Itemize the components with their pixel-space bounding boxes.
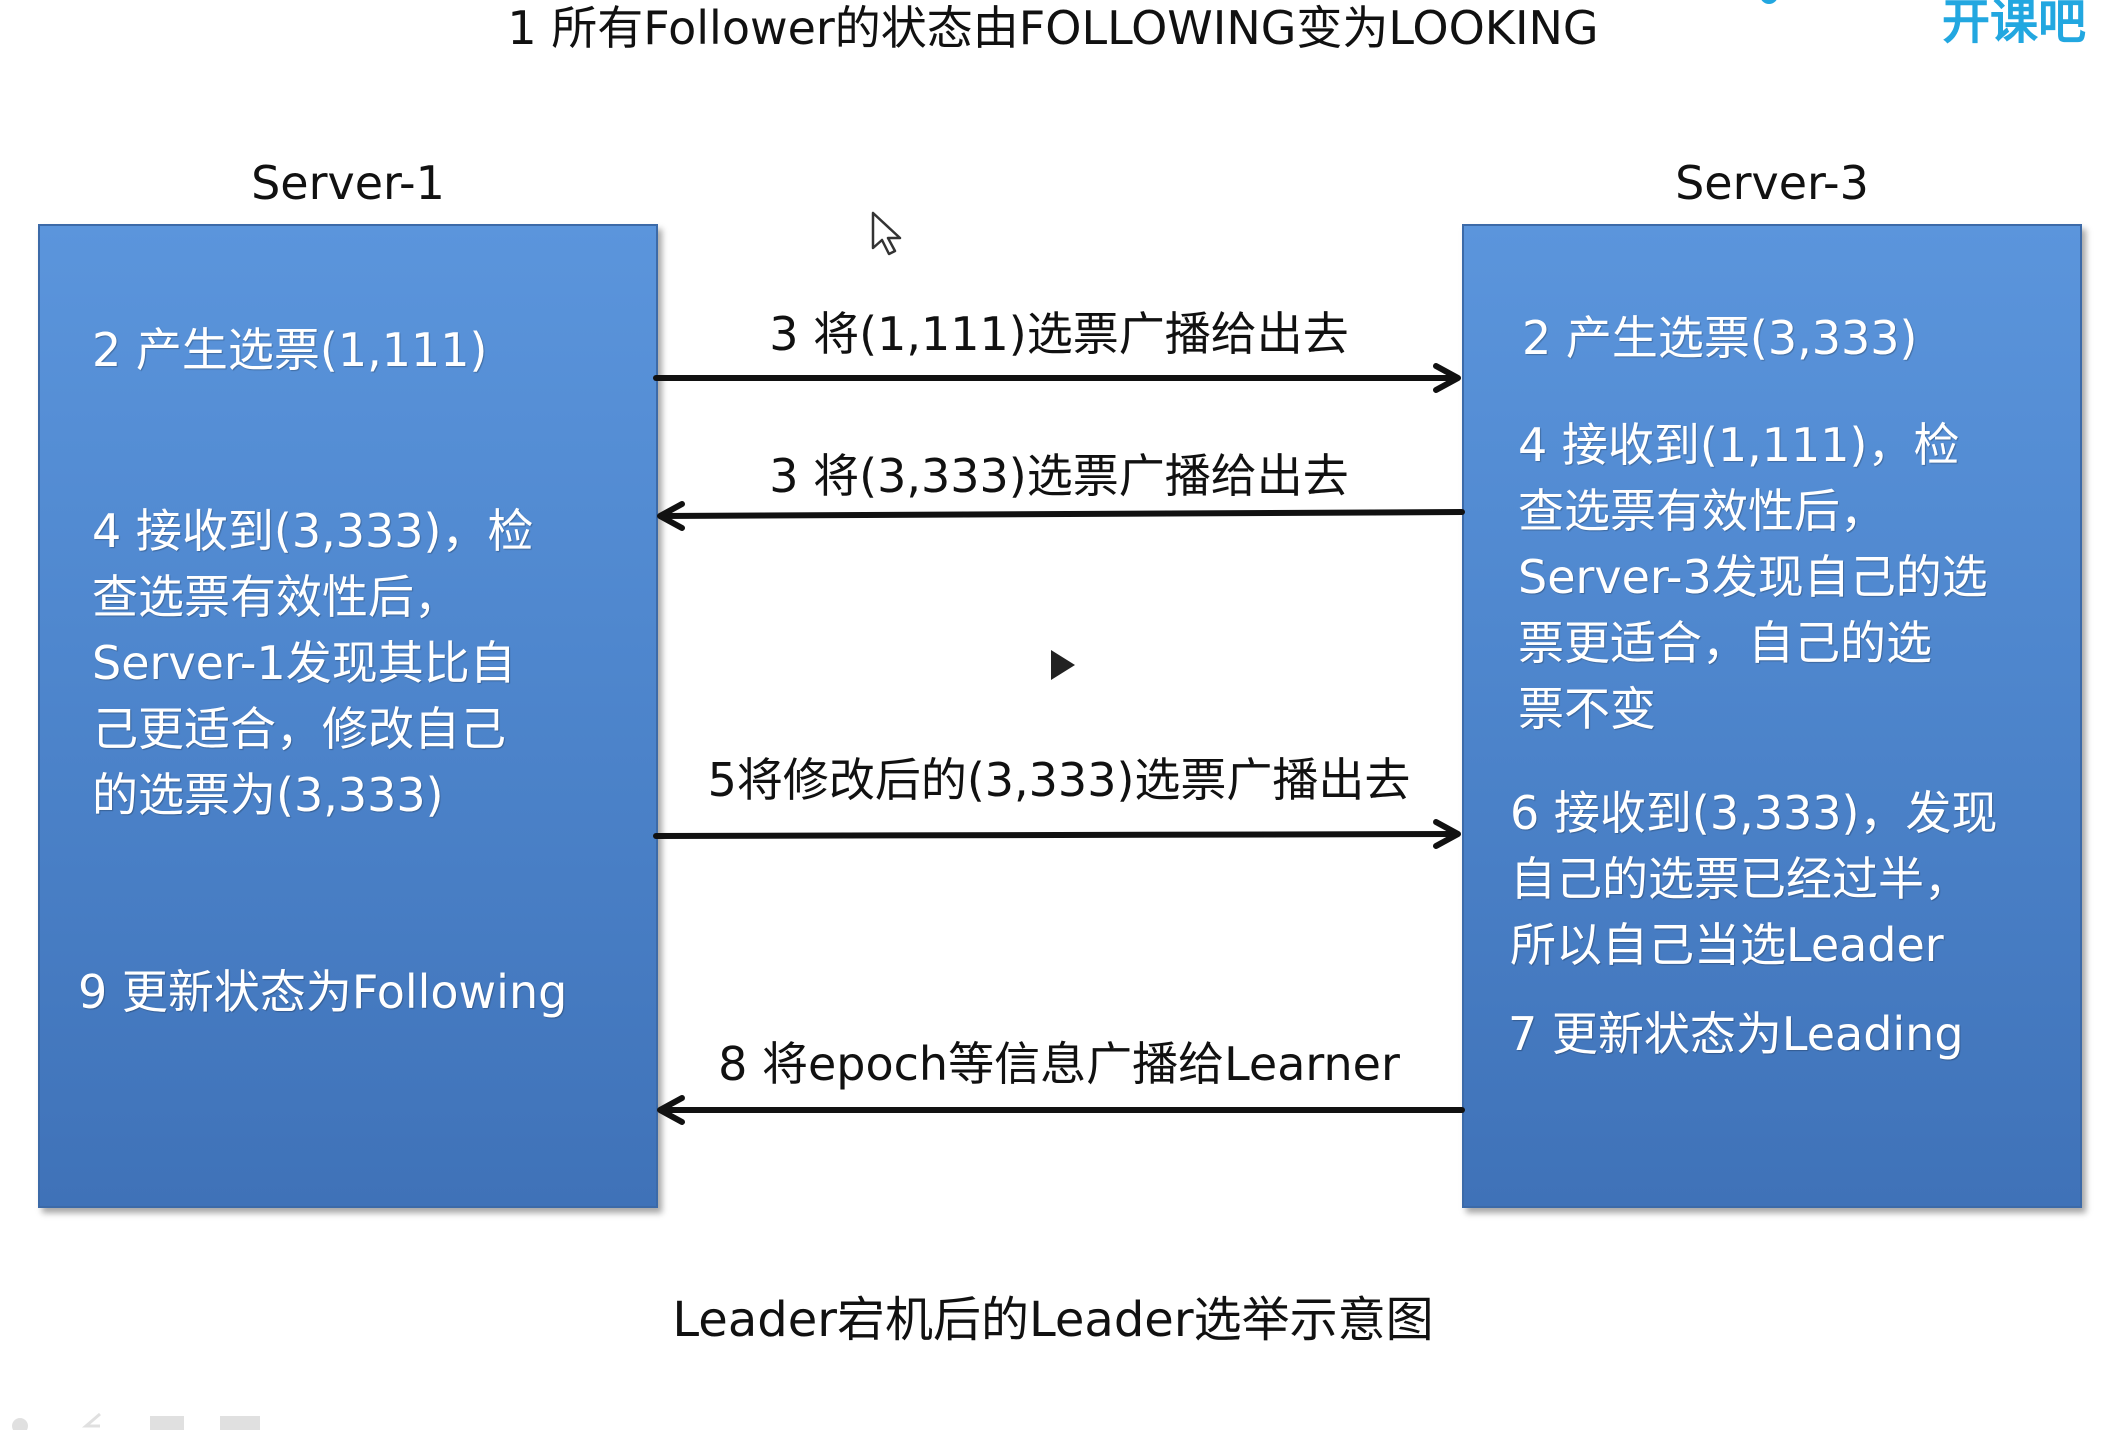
server-3-step-6: 6 接收到(3,333)，发现 自己的选票已经过半， 所以自己当选Leader (1510, 786, 1998, 972)
server-1-step-9: 9 更新状态为Following (78, 965, 568, 1019)
bottom-toolbar (0, 1410, 300, 1434)
arrow-label-1: 3 将(1,111)选票广播给出去 (769, 307, 1349, 361)
server-3-box (1462, 224, 2082, 1208)
brand-logo: 开课吧 (1941, 0, 2086, 50)
server-1-box (38, 224, 658, 1208)
arrow-4-left (657, 1095, 1465, 1125)
brand-mark (1760, 0, 1778, 4)
server-3-step-4: 4 接收到(1,111)，检 查选票有效性后， Server-3发现自己的选 票… (1518, 418, 1988, 736)
diagram-title: 1 所有Follower的状态由FOLLOWING变为LOOKING (507, 1, 1599, 55)
server-1-step-4: 4 接收到(3,333)，检 查选票有效性后， Server-1发现其比自 己更… (92, 504, 534, 822)
arrow-3-right (653, 819, 1461, 849)
server-3-step-2: 2 产生选票(3,333) (1522, 311, 1918, 365)
arrow-label-3: 5将修改后的(3,333)选票广播出去 (707, 753, 1411, 807)
arrow-label-2: 3 将(3,333)选票广播给出去 (769, 449, 1349, 503)
arrow-1-right (653, 363, 1461, 393)
mouse-cursor-icon (871, 211, 902, 256)
server-1-label: Server-1 (251, 156, 445, 210)
server-1-step-2: 2 产生选票(1,111) (92, 323, 488, 377)
server-3-step-7: 7 更新状态为Leading (1508, 1007, 1964, 1061)
arrow-label-4: 8 将epoch等信息广播给Learner (718, 1037, 1400, 1091)
arrow-2-left (657, 501, 1465, 531)
diagram-caption: Leader宕机后的Leader选举示意图 (672, 1292, 1434, 1348)
play-icon[interactable] (1048, 648, 1078, 682)
server-3-label: Server-3 (1675, 156, 1869, 210)
